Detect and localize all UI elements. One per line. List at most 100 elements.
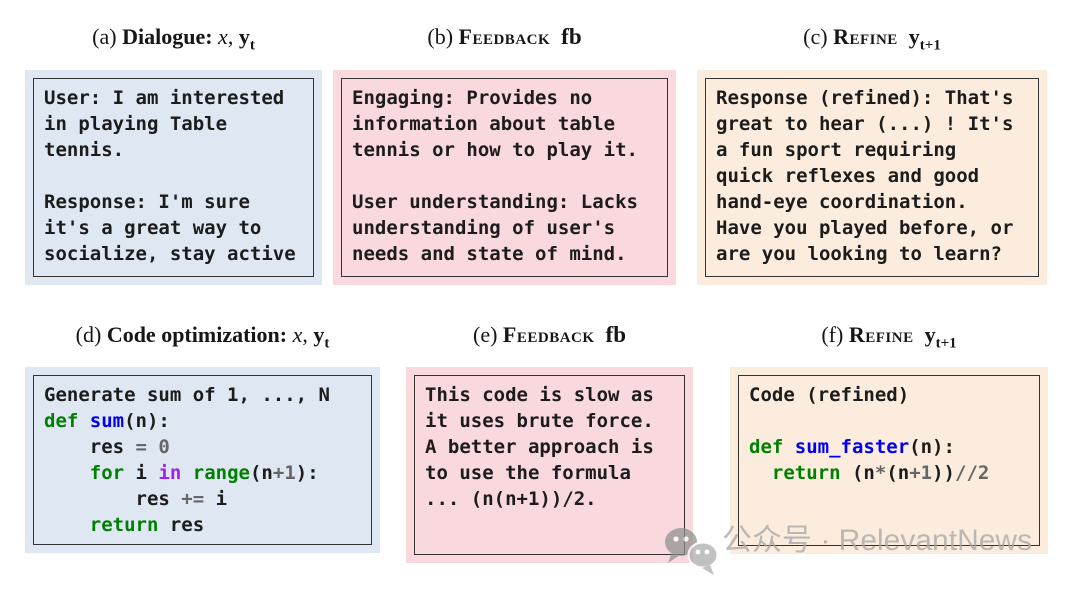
code-token: res xyxy=(44,436,136,458)
text-line: ... (n(n+1))/2. xyxy=(425,486,674,512)
title-part xyxy=(898,24,909,49)
code-token xyxy=(181,462,192,484)
code-token xyxy=(147,436,158,458)
code-token-kw: def xyxy=(749,436,784,458)
text-line: res = 0 xyxy=(44,434,361,460)
text-line: Response (refined): That's xyxy=(716,85,1028,111)
text-line: User: I am interested xyxy=(44,85,303,111)
code-token: (n xyxy=(886,462,910,484)
code-token: a fun sport requiring xyxy=(716,139,957,161)
title-part xyxy=(550,24,561,49)
panel-d-title: (d) Code optimization: x, yt xyxy=(25,320,380,351)
code-token: ... (n(n+1))/2. xyxy=(425,488,597,510)
code-token-op: 1 xyxy=(284,462,296,484)
text-line: tennis. xyxy=(44,137,303,163)
text-line: a fun sport requiring xyxy=(716,137,1028,163)
text-line: return (n*(n+1))//2 xyxy=(749,460,1029,486)
panel-f-title: (f) Refine yt+1 xyxy=(730,320,1048,352)
text-line: information about table xyxy=(352,111,657,137)
code-token: Code (refined) xyxy=(749,384,910,406)
code-token: )) xyxy=(932,462,955,484)
text-line: tennis or how to play it. xyxy=(352,137,657,163)
text-line: Response: I'm sure xyxy=(44,189,303,215)
title-part: (b) xyxy=(427,24,459,49)
title-part: (c) xyxy=(803,24,834,49)
code-token xyxy=(44,514,90,536)
code-token-kw: range xyxy=(192,462,250,484)
code-token-op: + xyxy=(272,462,285,484)
text-line: Generate sum of 1, ..., N xyxy=(44,382,361,408)
code-token: in playing Table xyxy=(44,113,228,135)
title-part: x xyxy=(292,322,303,347)
title-part: x xyxy=(218,24,228,49)
title-part: Feedback xyxy=(458,24,551,49)
code-token-fn: sum xyxy=(89,410,125,432)
text-line: This code is slow as xyxy=(425,382,674,408)
text-line: hand-eye coordination. xyxy=(716,189,1028,215)
text-line xyxy=(749,408,1029,434)
title-part: Code optimization: xyxy=(106,322,293,347)
text-line: in playing Table xyxy=(44,111,303,137)
code-token-op: // xyxy=(955,462,978,484)
text-line: it's a great way to xyxy=(44,215,303,241)
code-token: ): xyxy=(295,462,319,484)
code-token: needs and state of mind. xyxy=(352,243,627,265)
code-token-kw: def xyxy=(44,410,79,432)
text-line xyxy=(352,163,657,189)
title-part: (f) xyxy=(821,322,849,347)
title-part: t xyxy=(249,37,255,54)
code-token: are you looking to learn? xyxy=(716,243,1002,265)
title-part: (d) xyxy=(75,322,107,347)
code-token: i xyxy=(124,462,159,484)
text-line: User understanding: Lacks xyxy=(352,189,657,215)
text-line: understanding of user's xyxy=(352,215,657,241)
code-token: (n): xyxy=(124,410,170,432)
code-token: (n xyxy=(249,462,273,484)
code-token-op: 1 xyxy=(920,462,933,484)
code-token: information about table xyxy=(352,113,616,135)
title-part: fb xyxy=(605,322,626,347)
code-token: A better approach is xyxy=(425,436,654,458)
text-line: socialize, stay active xyxy=(44,241,303,267)
text-line: res += i xyxy=(44,486,361,512)
text-line: def sum_faster(n): xyxy=(749,434,1029,460)
title-part: Refine xyxy=(848,322,914,347)
title-part: Dialogue: xyxy=(122,24,219,49)
panel-f-refine-box: Code (refined) def sum_faster(n): return … xyxy=(730,367,1048,554)
title-part: y xyxy=(924,322,936,347)
code-token-op: 0 xyxy=(158,436,170,458)
title-part: , xyxy=(227,24,239,49)
code-token: Response (refined): That's xyxy=(716,87,1014,109)
title-part: t+1 xyxy=(935,335,957,352)
code-token: Generate sum of 1, ..., N xyxy=(44,384,330,406)
code-token: Response: I'm sure xyxy=(44,191,250,213)
code-token: understanding of user's xyxy=(352,217,616,239)
code-token: socialize, stay active xyxy=(44,243,296,265)
code-token-kw: return xyxy=(771,462,841,484)
code-token: i xyxy=(204,488,228,510)
code-token: User understanding: Lacks xyxy=(352,191,638,213)
panel-f-content: Code (refined) def sum_faster(n): return … xyxy=(738,375,1040,546)
code-token: quick reflexes and good xyxy=(716,165,980,187)
code-token-kw: return xyxy=(89,514,159,536)
code-token: (n xyxy=(840,462,875,484)
text-line: great to hear (...) ! It's xyxy=(716,111,1028,137)
code-token xyxy=(78,410,89,432)
title-part: Feedback xyxy=(502,322,595,347)
panel-e-title: (e) Feedback fb xyxy=(406,320,693,350)
code-token: Engaging: Provides no xyxy=(352,87,593,109)
panel-a-title: (a) Dialogue: x, yt xyxy=(25,22,322,54)
panel-b-title: (b) Feedback fb xyxy=(333,22,676,52)
code-token: it uses brute force. xyxy=(425,410,654,432)
title-part: y xyxy=(313,322,325,347)
text-line: Have you played before, or xyxy=(716,215,1028,241)
code-token: tennis. xyxy=(44,139,125,161)
text-line: return res xyxy=(44,512,361,538)
code-token: (n): xyxy=(909,436,955,458)
